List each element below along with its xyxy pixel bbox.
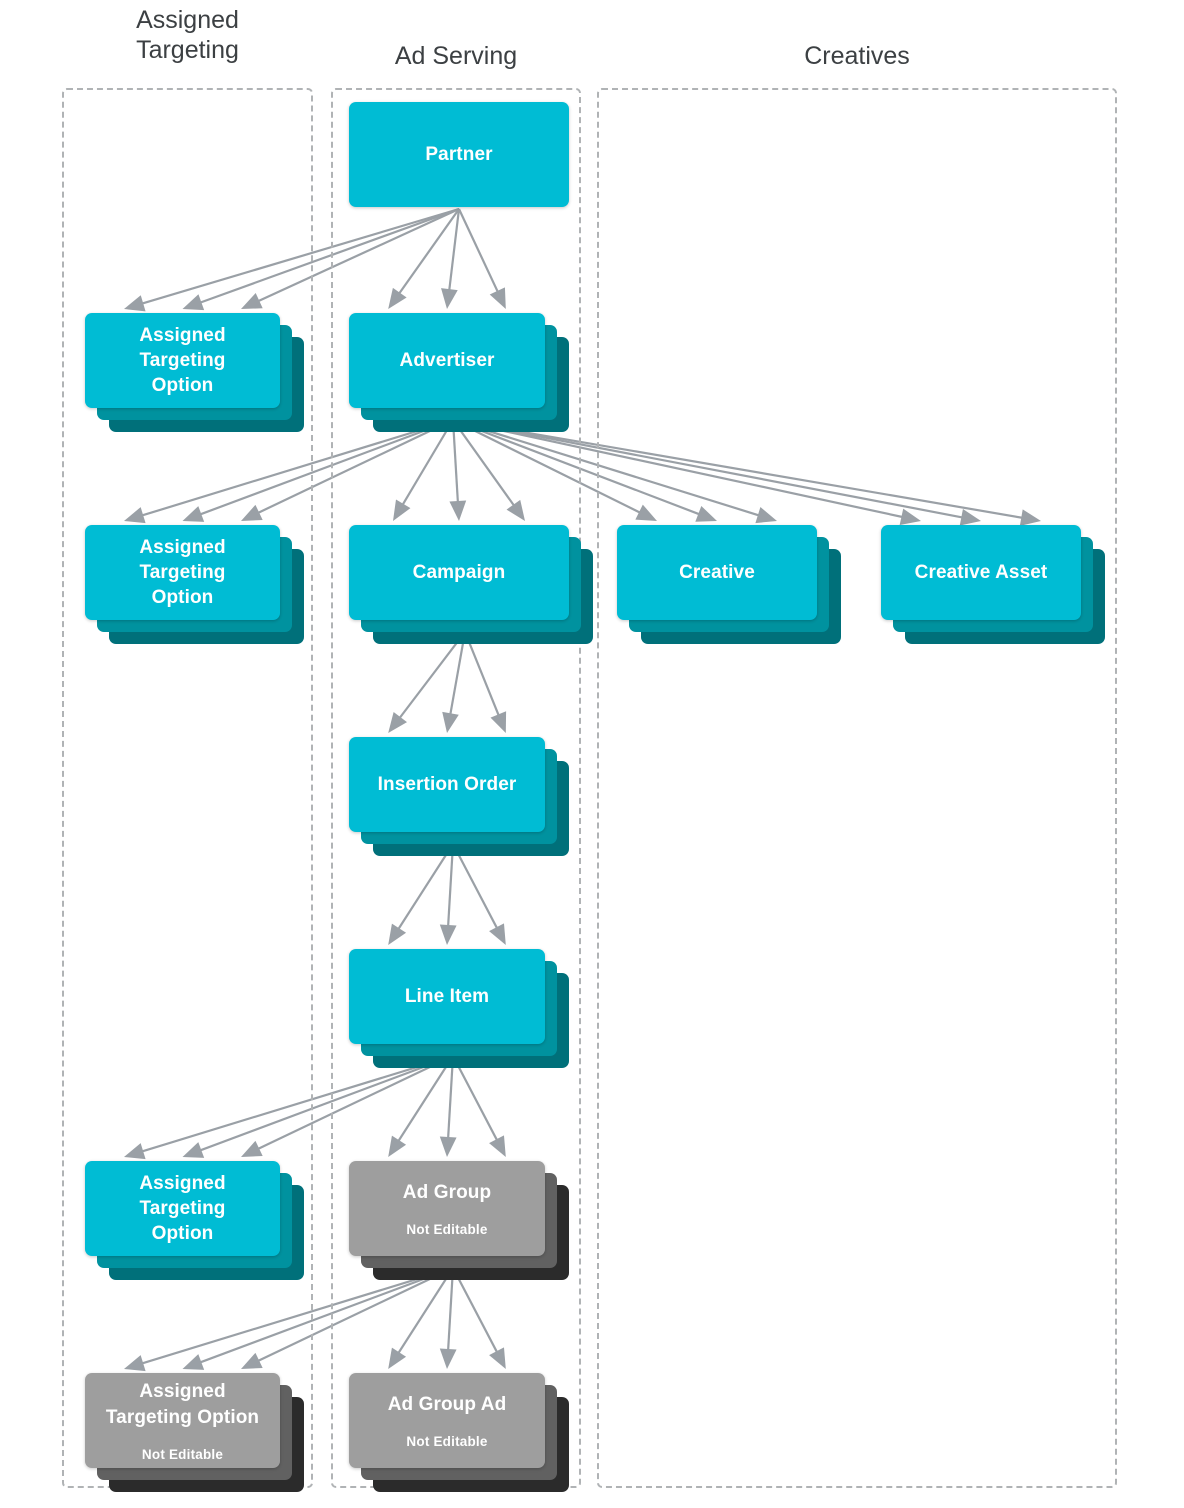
card-front-advertiser[interactable]: Advertiser	[349, 313, 545, 408]
node-label: Campaign	[412, 561, 506, 583]
node-label: Assigned Targeting Option	[139, 536, 226, 609]
node-label: Assigned Targeting Option	[139, 324, 226, 397]
node-status-label: Not Editable	[141, 1446, 224, 1462]
node-label: Creative	[679, 561, 755, 583]
node-label: Assigned Targeting Option	[139, 1172, 226, 1245]
node-label: Ad Group Ad	[387, 1393, 507, 1415]
card-front-ato-advertiser[interactable]: Assigned Targeting Option	[85, 525, 280, 620]
node-line-item[interactable]: Line Item	[349, 949, 569, 1068]
node-campaign[interactable]: Campaign	[349, 525, 593, 644]
column-header-creatives: Creatives	[804, 42, 910, 70]
node-partner[interactable]: Partner	[349, 102, 569, 207]
card-front-ato-partner[interactable]: Assigned Targeting Option	[85, 313, 280, 408]
node-ad-group-ad[interactable]: Ad Group Ad Not Editable	[349, 1373, 569, 1492]
card-front-line-item[interactable]: Line Item	[349, 949, 545, 1044]
card-front-partner[interactable]: Partner	[349, 102, 569, 207]
node-label: Line Item	[404, 985, 490, 1007]
node-label: Advertiser	[399, 349, 495, 371]
node-status-label: Not Editable	[406, 1434, 488, 1450]
node-status-label: Not Editable	[406, 1222, 488, 1238]
column-header-assigned-targeting: Assigned Targeting	[136, 6, 239, 64]
card-front-creative[interactable]: Creative	[617, 525, 817, 620]
node-ato-lineitem[interactable]: Assigned Targeting Option	[85, 1161, 304, 1280]
node-label: Creative Asset	[914, 561, 1048, 583]
node-insertion-order[interactable]: Insertion Order	[349, 737, 569, 856]
node-label: Insertion Order	[377, 773, 517, 795]
card-front-ad-group-ad[interactable]: Ad Group Ad Not Editable	[349, 1373, 545, 1468]
node-creative[interactable]: Creative	[617, 525, 841, 644]
card-front-insertion-order[interactable]: Insertion Order	[349, 737, 545, 832]
card-front-campaign[interactable]: Campaign	[349, 525, 569, 620]
column-group-creatives	[597, 88, 1117, 1488]
node-ato-partner[interactable]: Assigned Targeting Option	[85, 313, 304, 432]
card-front-creative-asset[interactable]: Creative Asset	[881, 525, 1081, 620]
card-front-ato-lineitem[interactable]: Assigned Targeting Option	[85, 1161, 280, 1256]
node-advertiser[interactable]: Advertiser	[349, 313, 569, 432]
node-label: Partner	[425, 143, 493, 165]
column-header-ad-serving: Ad Serving	[394, 42, 518, 70]
node-label: Ad Group	[402, 1181, 492, 1203]
node-ato-advertiser[interactable]: Assigned Targeting Option	[85, 525, 304, 644]
node-label: Assigned Targeting Option	[105, 1381, 260, 1428]
node-creative-asset[interactable]: Creative Asset	[881, 525, 1105, 644]
